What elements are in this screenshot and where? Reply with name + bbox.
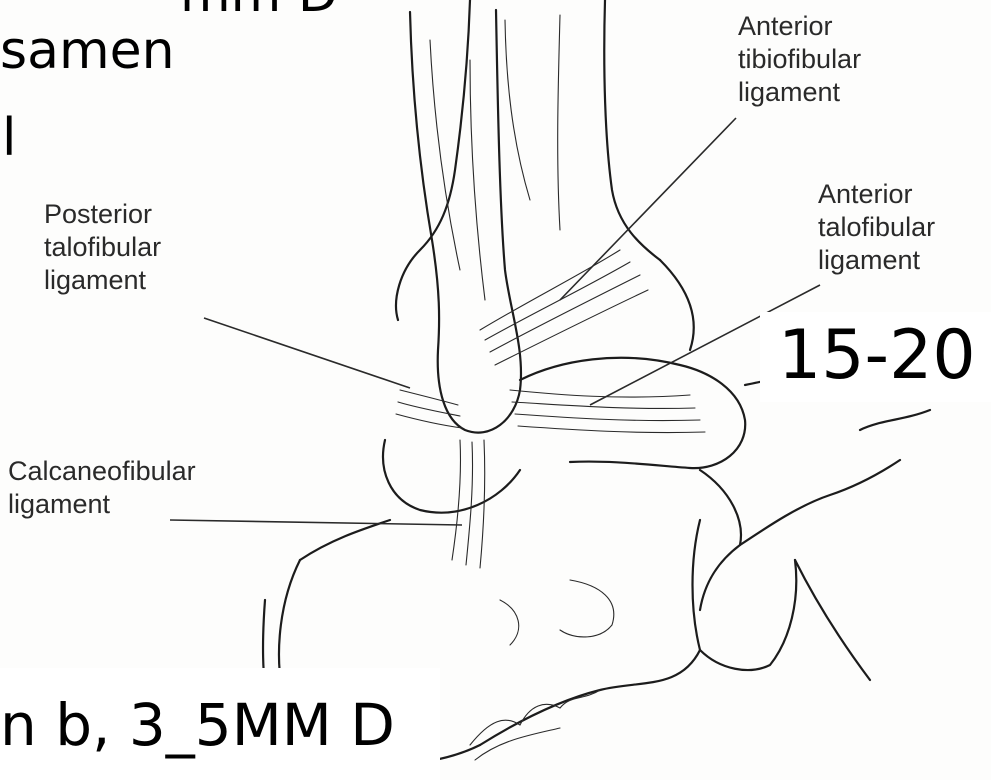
label-posterior-talofibular-ligament: Posterior talofibular ligament [44,198,161,297]
leader-posterior-talofibular [204,318,410,388]
leader-anterior-tibiofibular [560,118,736,300]
label-anterior-tibiofibular-ligament: Anterior tibiofibular ligament [738,10,861,109]
label-calcaneofibular-ligament: Calcaneofibular ligament [8,455,196,521]
ligament-fibers [396,250,705,568]
leader-calcaneofibular [170,520,462,525]
overlay-bottom-note: n b, 3_5MM D [0,668,440,780]
label-anterior-talofibular-ligament: Anterior talofibular ligament [818,178,935,277]
artist-signature [470,690,600,760]
foot-bones [693,365,931,680]
overlay-top-left-line3: l [2,112,16,164]
overlay-top-left-line2: samen [0,25,175,77]
overlay-right-note: 15-20 [760,312,991,402]
overlay-top-left-line1: mm D [180,0,338,20]
talus-bone [520,260,745,468]
